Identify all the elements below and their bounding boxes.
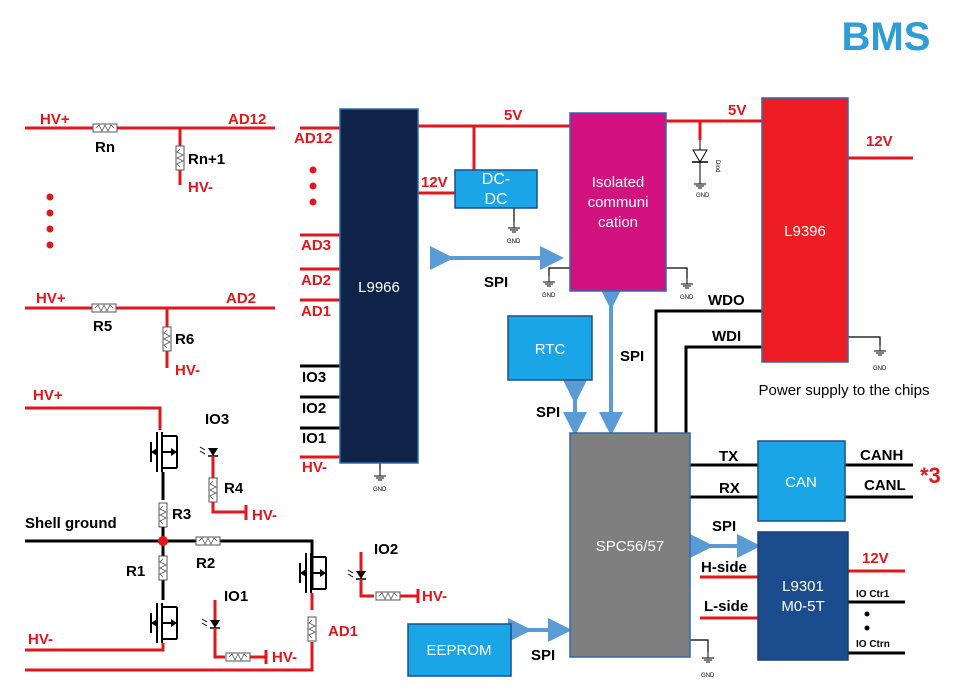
label-ad1-in: AD1 — [301, 303, 331, 320]
label-diode: Diod — [714, 160, 720, 172]
dcdc-label-2: DC — [484, 191, 507, 208]
block-mcu: SPC56/57 — [569, 432, 691, 658]
label-gnd-iso-right: GND — [680, 295, 694, 301]
label-hv-plus-mid: HV+ — [36, 290, 66, 307]
label-hv-minus-bottom: HV- — [28, 631, 53, 648]
label-canl: CANL — [864, 477, 906, 494]
label-gnd-l9966: GND — [373, 487, 387, 493]
label-ad2-left: AD2 — [226, 290, 256, 307]
block-can: CAN — [757, 440, 846, 522]
label-gnd-zener: GND — [696, 193, 710, 199]
divider-top: HV+ AD12 Rn Rn+1 HV- — [25, 111, 275, 196]
dcdc-label-1: DC- — [482, 171, 510, 188]
label-times-three: *3 — [920, 463, 941, 488]
label-12v-l9396: 12V — [866, 133, 893, 150]
label-rn1: Rn+1 — [188, 151, 225, 168]
label-ad3-in: AD3 — [301, 237, 331, 254]
label-rn: Rn — [95, 139, 115, 156]
rtc-label: RTC — [535, 341, 566, 358]
label-r6: R6 — [175, 331, 194, 348]
divider-bottom: HV+ AD2 R5 R6 HV- — [25, 290, 275, 379]
label-wdo: WDO — [708, 292, 745, 309]
left-ellipsis — [46, 193, 54, 249]
block-eeprom: EEPROM — [407, 623, 512, 677]
label-rx: RX — [719, 480, 740, 497]
label-spi-l9966: SPI — [484, 274, 508, 291]
insulation-circuit: HV+ IO3 R4 HV- R3 Shell ground R2 R1 IO1… — [25, 387, 447, 672]
l9966-inputs: AD12 AD3 AD2 AD1 IO3 IO2 IO1 HV- — [294, 126, 340, 476]
label-io2-in: IO2 — [302, 400, 326, 417]
label-hv-minus-r4: HV- — [252, 507, 277, 524]
label-ad12-in: AD12 — [294, 130, 332, 147]
page-title: BMS — [842, 15, 931, 59]
label-spi-iso: SPI — [620, 348, 644, 365]
eeprom-label: EEPROM — [426, 642, 491, 659]
label-io-ctr1: IO Ctr1 — [856, 589, 890, 600]
label-gnd-iso-left: GND — [542, 293, 556, 299]
label-r5: R5 — [93, 318, 112, 335]
label-spi-l9301: SPI — [712, 518, 736, 535]
power-note: Power supply to the chips — [759, 382, 930, 399]
label-io3-in: IO3 — [302, 369, 326, 386]
label-hv-minus-top: HV- — [188, 179, 213, 196]
can-label: CAN — [785, 474, 817, 491]
power-wiring: 5V 5V 12V 12V GND Diod — [418, 102, 913, 199]
label-io1-in: IO1 — [302, 430, 326, 447]
label-shell-ground: Shell ground — [25, 515, 117, 532]
label-12v-dcdc: 12V — [421, 174, 448, 191]
isolated-label-1: Isolated — [592, 174, 645, 191]
isolated-label-2: communi — [588, 194, 649, 211]
label-5v-left: 5V — [504, 107, 522, 124]
label-5v-right: 5V — [728, 102, 746, 119]
label-io-ctrn: IO Ctrn — [856, 639, 890, 650]
label-spi-eeprom: SPI — [531, 647, 555, 664]
l9396-label: L9396 — [784, 223, 826, 240]
label-12v-l9301: 12V — [862, 550, 889, 567]
block-rtc: RTC — [507, 315, 593, 381]
l9966-label: L9966 — [358, 279, 400, 296]
label-hv-plus-bottom: HV+ — [33, 387, 63, 404]
label-hv-minus-io2: HV- — [422, 588, 447, 605]
label-gnd-dcdc: GND — [507, 239, 521, 245]
l9301-label-1: L9301 — [782, 578, 824, 595]
control-wiring: WDO WDI TX RX CANH CANL *3 H-side L-side… — [373, 208, 941, 679]
label-hv-minus-io1: HV- — [272, 649, 297, 666]
label-lside: L-side — [704, 598, 748, 615]
label-ad2-in: AD2 — [301, 272, 331, 289]
block-l9301: L9301 M0-5T — [757, 531, 849, 661]
label-r3: R3 — [172, 506, 191, 523]
block-isolated-communication: Isolated communi cation — [569, 112, 667, 292]
l9301-label-2: M0-5T — [781, 598, 824, 615]
label-gnd-mcu: GND — [701, 673, 715, 679]
label-io1-left: IO1 — [224, 588, 248, 605]
label-hv-minus-mid: HV- — [175, 362, 200, 379]
label-gnd-l9396: GND — [873, 366, 887, 372]
label-hv-plus-top: HV+ — [40, 111, 70, 128]
label-tx: TX — [719, 448, 738, 465]
label-hside: H-side — [701, 559, 747, 576]
mcu-label: SPC56/57 — [596, 538, 664, 555]
label-ad1-left: AD1 — [328, 623, 358, 640]
block-l9966: L9966 — [339, 108, 419, 464]
label-r2: R2 — [196, 555, 215, 572]
label-io3-left: IO3 — [205, 411, 229, 428]
label-wdi: WDI — [712, 328, 741, 345]
label-spi-rtc: SPI — [536, 404, 560, 421]
label-io2-left: IO2 — [374, 541, 398, 558]
block-dcdc: DC- DC — [454, 169, 538, 209]
spi-links: SPI SPI SPI SPI SPI — [430, 246, 761, 664]
label-r1: R1 — [126, 563, 145, 580]
label-canh: CANH — [860, 447, 903, 464]
block-l9396: L9396 — [761, 97, 849, 363]
label-ad12-left: AD12 — [228, 111, 266, 128]
isolated-label-3: cation — [598, 214, 638, 231]
label-hv-minus-in: HV- — [302, 459, 327, 476]
label-r4: R4 — [224, 480, 244, 497]
